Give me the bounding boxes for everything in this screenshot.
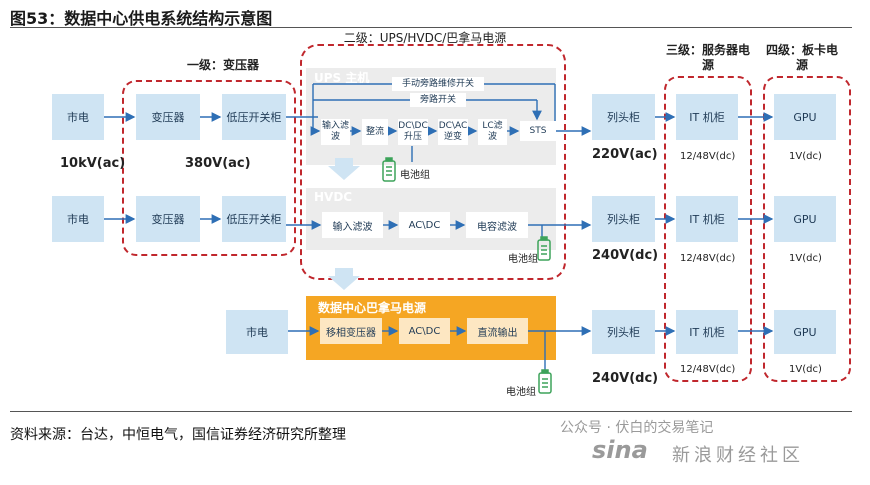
r1-voltage-board: 1V(dc) (789, 151, 822, 162)
r1-dcdc-box: DC\DC升压 (398, 119, 428, 145)
r2-gpu-box: GPU (774, 196, 836, 242)
r2-column-cabinet-box: 列头柜 (592, 196, 655, 242)
r1-battery-label: 电池组 (400, 170, 430, 181)
r3-acdc-box: AC\DC (399, 318, 450, 344)
r3-battery-label: 电池组 (506, 387, 536, 398)
top-rule (10, 27, 852, 28)
r1-grid-box: 市电 (52, 94, 104, 140)
r2-grid-box: 市电 (52, 196, 104, 242)
r2-transformer-box: 变压器 (136, 196, 200, 242)
r3-gpu-box: GPU (774, 310, 836, 354)
r2-acdc-box: AC\DC (399, 212, 450, 238)
r1-column-cabinet-box: 列头柜 (592, 94, 655, 140)
r1-it-cabinet-box: IT 机柜 (676, 94, 738, 140)
bottom-rule (10, 411, 852, 412)
r2-voltage-out: 240V(dc) (592, 248, 659, 263)
r1-sts-box: STS (520, 121, 556, 141)
sina-logo: sina (592, 436, 648, 464)
r1-voltage-out: 220V(ac) (592, 147, 658, 162)
r2-cap-filter-box: 电容滤波 (466, 212, 528, 238)
level1-group (122, 80, 296, 256)
header-level2: 二级：UPS/HVDC/巴拿马电源 (343, 31, 507, 45)
ups-panel-title: UPS 主机 (314, 71, 370, 85)
r1-rectifier-box: 整流 (362, 119, 388, 145)
r1-input-filter-box: 输入滤波 (321, 119, 350, 145)
r2-battery-label: 电池组 (508, 254, 538, 265)
r3-grid-box: 市电 (226, 310, 288, 354)
transition-arrow-1 (328, 158, 360, 180)
r3-phase-transformer-box: 移相变压器 (320, 318, 382, 344)
source-note: 资料来源：台达，中恒电气，国信证券经济研究所整理 (10, 427, 346, 443)
r2-voltage-board: 1V(dc) (789, 253, 822, 264)
r1-bypass-box: 旁路开关 (410, 93, 466, 107)
panama-panel-title: 数据中心巴拿马电源 (318, 301, 427, 315)
r1-maint-bypass-box: 手动旁路维修开关 (392, 77, 484, 91)
r2-voltage-server: 12/48V(dc) (680, 253, 736, 264)
r3-dc-out-box: 直流输出 (467, 318, 528, 344)
r3-column-cabinet-box: 列头柜 (592, 310, 655, 354)
r3-voltage-server: 12/48V(dc) (680, 364, 736, 375)
r3-it-cabinet-box: IT 机柜 (676, 310, 738, 354)
r2-it-cabinet-box: IT 机柜 (676, 196, 738, 242)
header-level4: 四级：板卡电源 (765, 43, 838, 72)
level3-group (664, 76, 752, 382)
r3-voltage-out: 240V(dc) (592, 371, 659, 386)
header-level3: 三级：服务器电源 (665, 43, 750, 72)
sina-community-label: 新浪财经社区 (672, 445, 804, 466)
r1-dcac-box: DC\AC逆变 (438, 119, 468, 145)
r1-voltage-lv: 380V(ac) (185, 156, 251, 171)
hvdc-panel-title: HVDC (314, 190, 353, 204)
r3-voltage-board: 1V(dc) (789, 364, 822, 375)
transition-arrow-2 (328, 268, 360, 290)
r2-lv-cabinet-box: 低压开关柜 (222, 196, 286, 242)
r1-lv-cabinet-box: 低压开关柜 (222, 94, 286, 140)
r1-lc-box: LC滤波 (478, 119, 507, 145)
r1-gpu-box: GPU (774, 94, 836, 140)
r2-input-filter-box: 输入滤波 (322, 212, 383, 238)
r1-voltage-grid: 10kV(ac) (60, 156, 126, 171)
r1-voltage-server: 12/48V(dc) (680, 151, 736, 162)
r1-transformer-box: 变压器 (136, 94, 200, 140)
figure-title: 图53：数据中心供电系统结构示意图 (10, 9, 273, 28)
watermark-account: 公众号 · 伏白的交易笔记 (560, 420, 714, 436)
header-level1: 一级：变压器 (186, 58, 259, 72)
level4-group (763, 76, 851, 382)
level2-group (300, 44, 566, 280)
